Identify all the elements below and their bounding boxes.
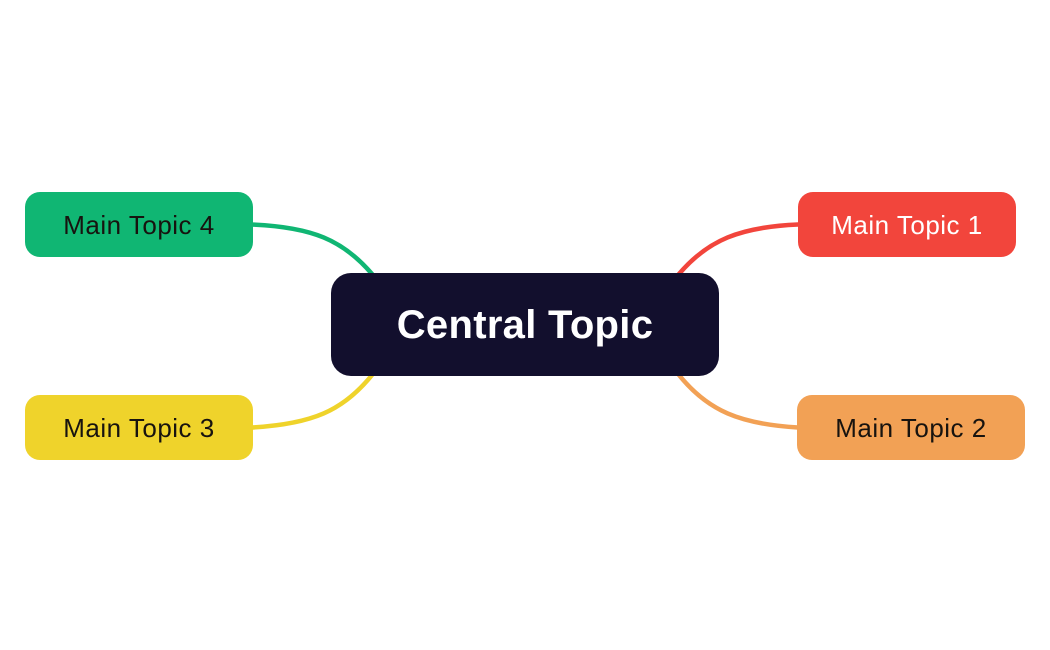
node-central: Central Topic <box>331 273 719 376</box>
node-main-topic-3: Main Topic 3 <box>25 395 253 460</box>
connector-main-topic-3 <box>249 372 375 430</box>
node-main-topic-3-body[interactable] <box>25 395 253 460</box>
node-main-topic-4-body[interactable] <box>25 192 253 257</box>
node-main-topic-1-body[interactable] <box>798 192 1016 257</box>
connector-main-topic-1 <box>676 222 801 277</box>
node-main-topic-2-body[interactable] <box>797 395 1025 460</box>
connector-main-topic-2 <box>676 372 801 430</box>
node-central-body[interactable] <box>331 273 719 376</box>
connector-main-topic-4 <box>249 222 375 277</box>
node-main-topic-4: Main Topic 4 <box>25 192 253 257</box>
node-main-topic-2: Main Topic 2 <box>797 395 1025 460</box>
node-main-topic-1: Main Topic 1 <box>798 192 1016 257</box>
